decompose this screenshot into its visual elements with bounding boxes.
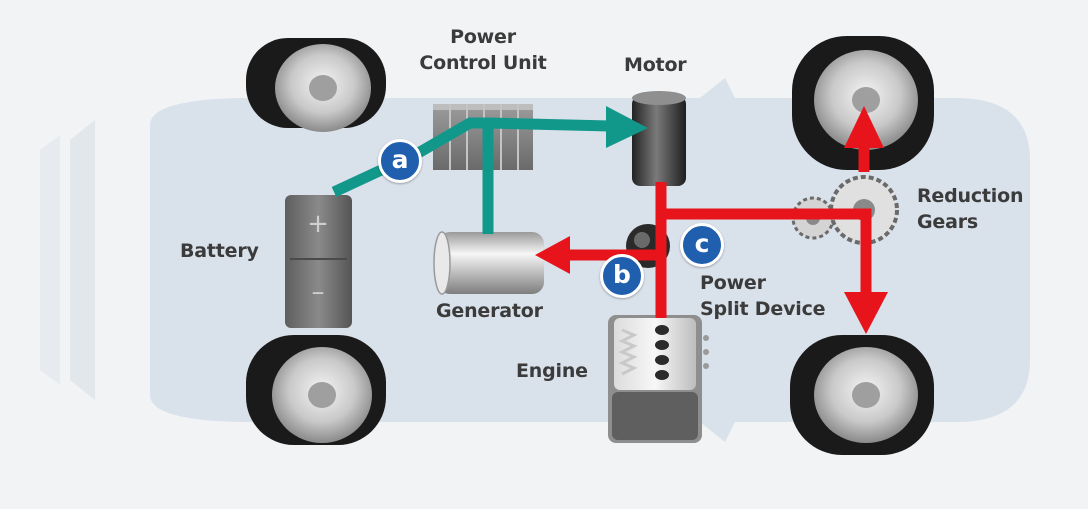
label-reduction-gears-line-1: Reduction [917, 185, 1024, 207]
battery-minus: – [312, 277, 325, 307]
label-engine: Engine [516, 360, 588, 382]
label-reduction-gears: Reduction Gears [917, 183, 1023, 235]
mechanical-arrow-head-front-wheel [844, 106, 884, 148]
label-power-split-device: Power Split Device [700, 270, 826, 322]
label-power-control-unit: Power Control Unit [408, 24, 558, 76]
wheel-front-left [246, 38, 386, 132]
label-generator: Generator [436, 300, 543, 322]
badge-c: c [680, 223, 724, 267]
wheel-rear-right [790, 335, 934, 455]
label-power-split-device-line-1: Power [700, 272, 766, 294]
badge-a: a [378, 139, 422, 183]
label-power-control-unit-line-2: Control Unit [419, 52, 547, 74]
wheel-rear-left [246, 335, 386, 445]
electric-arrow-head-motor [606, 106, 648, 148]
battery-plus: + [307, 209, 329, 239]
label-motor: Motor [624, 54, 687, 76]
label-power-split-device-line-2: Split Device [700, 298, 826, 320]
label-reduction-gears-line-2: Gears [917, 211, 978, 233]
battery-block: + – [285, 195, 352, 328]
engine-block [608, 315, 709, 443]
label-power-control-unit-line-1: Power [450, 26, 516, 48]
motor-block [632, 91, 686, 186]
mechanical-arrow-head-rear-wheel [844, 292, 888, 334]
badge-b: b [600, 254, 644, 298]
generator-block [433, 231, 544, 295]
mechanical-arrow-head-generator [535, 236, 570, 274]
label-battery: Battery [180, 240, 259, 262]
wheel-front-right [792, 36, 934, 170]
